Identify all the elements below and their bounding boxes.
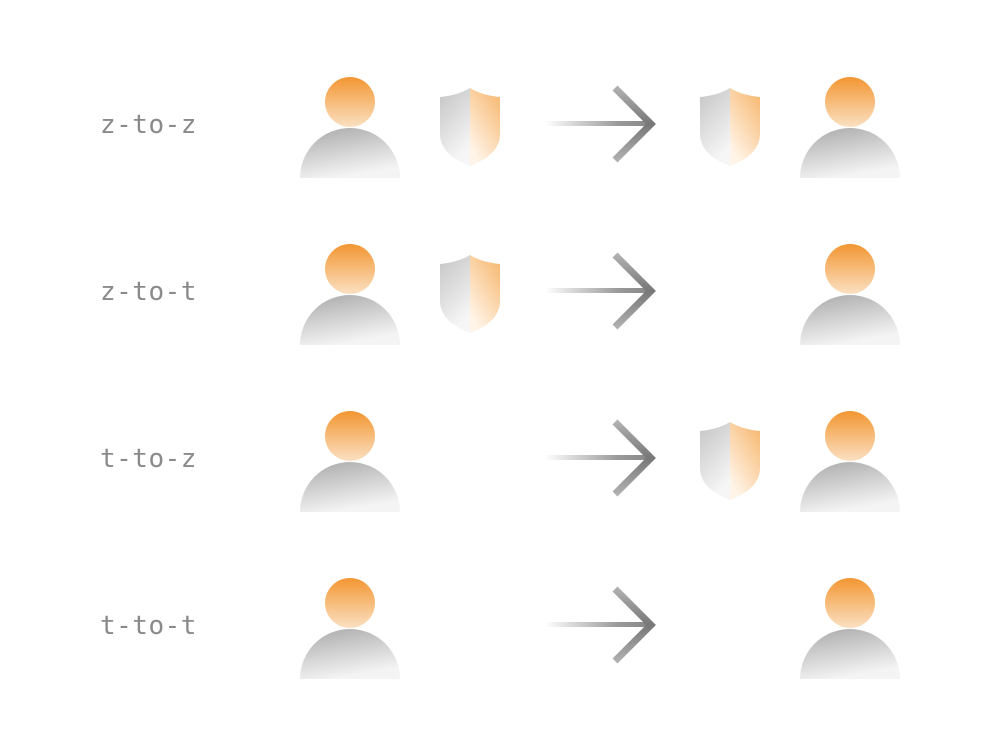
- receiver-person-icon: [798, 74, 902, 185]
- transfer-type-label: t-to-t: [100, 611, 197, 641]
- transfer-row: t-to-t: [0, 571, 1000, 681]
- sender-shield-icon: [438, 84, 502, 173]
- receiver-person-icon: [798, 241, 902, 352]
- receiver-shield-icon: [698, 418, 762, 507]
- arrow-right-icon: [545, 418, 659, 503]
- receiver-shield-icon: [698, 84, 762, 173]
- sender-person-icon: [298, 241, 402, 352]
- transfer-type-label: z-to-t: [100, 277, 197, 307]
- sender-shield-icon: [438, 251, 502, 340]
- arrow-right-icon: [545, 84, 659, 169]
- sender-person-icon: [298, 408, 402, 519]
- sender-person-icon: [298, 575, 402, 686]
- arrow-right-icon: [545, 251, 659, 336]
- transfer-row: t-to-z: [0, 404, 1000, 514]
- receiver-person-icon: [798, 575, 902, 686]
- transfer-type-label: z-to-z: [100, 110, 197, 140]
- transfer-type-label: t-to-z: [100, 444, 197, 474]
- transfer-row: z-to-t: [0, 237, 1000, 347]
- transfer-row: z-to-z: [0, 70, 1000, 180]
- sender-person-icon: [298, 74, 402, 185]
- receiver-person-icon: [798, 408, 902, 519]
- arrow-right-icon: [545, 585, 659, 670]
